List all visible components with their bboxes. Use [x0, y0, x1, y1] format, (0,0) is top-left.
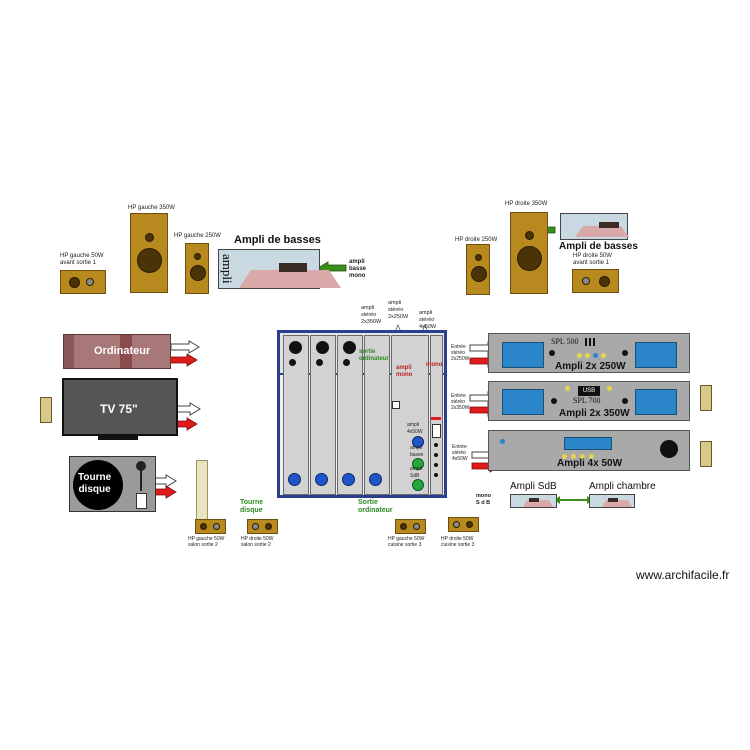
hp-droite-350-label: HP droite 350W: [505, 201, 548, 207]
hp-gauche-250-label: HP gauche 250W: [174, 233, 221, 239]
mixer-rack: [277, 330, 447, 498]
a350-name: Ampli 2x 350W: [559, 408, 630, 419]
speaker-gauche-cuisine: [395, 519, 426, 534]
module-6: [430, 335, 443, 495]
bass-amp-right: [560, 213, 629, 240]
computer-label: Ordinateur: [94, 345, 151, 357]
amp-2x350: USB SPL 700 Ampli 2x 350W: [488, 381, 690, 421]
hp-gauche-50-avant-label: HP gauche 50W avant sortie 1: [60, 253, 104, 266]
bass-amp-left-body-text: ampli: [220, 254, 235, 284]
computer-white-arrow: [170, 340, 200, 354]
mixer-in-4x50: ampli stéréo 4x50W: [419, 310, 437, 330]
a250-input-label: Entrée stéréo 2x250W: [451, 344, 470, 362]
bass-amp-right-title: Ampli de basses: [559, 241, 638, 252]
speaker-gauche-250: [185, 243, 209, 294]
speaker-gauche-50-avant: [60, 270, 106, 294]
hp-droite-250-label: HP droite 250W: [455, 237, 498, 243]
a4x50-name: Ampli 4x 50W: [557, 458, 623, 469]
hp-gauche-350-label: HP gauche 350W: [128, 205, 175, 211]
speaker-droite-50-avant: [572, 269, 619, 293]
a250-name: Ampli 2x 250W: [555, 361, 626, 372]
speaker-gauche-350: [130, 213, 168, 293]
hp-droite-salon-label: HP droite 50W salon sortie 2: [241, 536, 274, 548]
mixer-sortie-ordi-bottom: Sortie ordinateur: [358, 499, 393, 514]
watermark[interactable]: www.archifacile.fr: [636, 568, 730, 582]
mixer-knob-sdb: ampli SdB: [410, 466, 422, 479]
a350-usb-badge: USB: [578, 386, 600, 396]
side-speaker-right-bottom: [700, 441, 712, 467]
speaker-droite-250: [466, 244, 490, 295]
amp-4x50: Ampli 4x 50W: [488, 430, 690, 471]
a4x50-input-label: Entrée stéréo 4x50W: [452, 444, 468, 462]
module-5: [391, 335, 429, 495]
module-4: [364, 335, 390, 495]
tv-label: TV 75": [100, 402, 138, 416]
ampli-sdb: [510, 494, 557, 508]
module-3: [337, 335, 363, 495]
a250-brand: SPL 500: [551, 337, 579, 346]
hp-gauche-cuisine-label: HP gauche 50W cuisine sortie 3: [388, 536, 425, 548]
speaker-gauche-salon: [195, 519, 226, 534]
a350-input-label: Entrée stéréo 2x350W: [451, 393, 470, 411]
computer-red-arrow: [168, 353, 198, 367]
mixer-in-2x250: ampli stéréo 2x250W: [388, 300, 409, 320]
tv: TV 75": [62, 378, 178, 436]
module-2: [310, 335, 336, 495]
bass-amp-left-title: Ampli de basses: [234, 234, 321, 246]
bass-amp-left-input-label: ampli basse mono: [349, 259, 367, 279]
amp-2x250: SPL 500 Ampli 2x 250W: [488, 333, 690, 373]
mixer-ampli-mono: ampli mono: [396, 365, 413, 378]
a350-brand: SPL 700: [573, 396, 601, 405]
turntable-label: Tourne disque: [78, 472, 112, 495]
hp-droite-cuisine-label: HP droite 50W cuisine sortie 3: [441, 536, 475, 548]
ampli-sdb-label: Ampli SdB: [510, 481, 557, 492]
mixer-knob-basse: ampli basse: [410, 445, 424, 458]
bass-amp-left: ampli: [218, 249, 341, 289]
speaker-droite-cuisine: [448, 517, 479, 532]
mixer-knob-4x50: ampli 4x50W: [407, 422, 423, 435]
side-speaker-right-top: [700, 385, 712, 411]
mixer-mono-right: mono: [426, 362, 443, 368]
module-1: [283, 335, 309, 495]
ampli-chambre: [589, 494, 635, 508]
speaker-droite-salon: [247, 519, 278, 534]
speaker-droite-350: [510, 212, 548, 294]
mixer-sortie-ordi-top: sortie ordinateur: [359, 349, 389, 362]
hp-droite-50-avant-label: HP droite 50W avant sortie 1: [573, 253, 612, 266]
computer: Ordinateur: [63, 334, 171, 369]
ampli-chambre-label: Ampli chambre: [589, 481, 656, 492]
hp-gauche-salon-label: HP gauche 50W salon sortie 2: [188, 536, 225, 548]
turntable: Tourne disque: [69, 456, 156, 512]
side-speaker-left: [40, 397, 52, 423]
mixer-in-2x350: ampli stéréo 2x350W: [361, 305, 382, 325]
tv-stand: [98, 436, 138, 440]
mixer-tourne-label: Tourne disque: [240, 499, 264, 514]
small-amp-mono-tag: mono S d B: [476, 493, 491, 506]
